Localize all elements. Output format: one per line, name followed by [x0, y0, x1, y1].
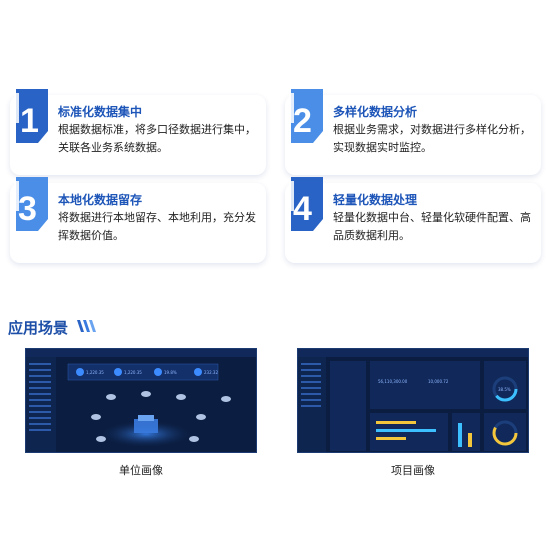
kpi-value: 56,110,300.00 — [378, 379, 408, 384]
feature-description: 将数据进行本地留存、本地利用，充分发挥数据价值。 — [58, 211, 256, 242]
svg-text:2: 2 — [293, 102, 312, 140]
dashboard-graphic — [26, 349, 256, 452]
feature-card-2: 2 多样化数据分析 根据业务需求，对数据进行多样化分析，实现数据实时监控。 — [285, 89, 541, 175]
section-title: 应用场景 — [8, 319, 69, 337]
dashboard-graphic — [298, 349, 528, 452]
dashboard-screenshot-unit: 1,220.35 1,220.35 19.8% 232.32 — [25, 348, 257, 453]
slash-stripes-icon — [77, 320, 96, 332]
feature-description: 根据数据标准，将多口径数据进行集中，关联各业务系统数据。 — [58, 123, 256, 154]
number-badge-01: 1 — [14, 89, 48, 143]
feature-description: 根据业务需求，对数据进行多样化分析，实现数据实时监控。 — [333, 123, 531, 154]
feature-title: 本地化数据留存 — [58, 193, 143, 207]
feature-title: 标准化数据集中 — [58, 105, 143, 119]
gauge-value: 38.5% — [498, 387, 511, 392]
number-badge-03: 3 — [14, 177, 48, 231]
svg-text:4: 4 — [293, 190, 312, 228]
dashboard-screenshot-project: 56,110,300.00 10,000.72 38.5% — [297, 348, 529, 453]
feature-card-1: 1 标准化数据集中 根据数据标准，将多口径数据进行集中，关联各业务系统数据。 — [10, 89, 266, 175]
number-badge-02: 2 — [289, 89, 323, 143]
svg-text:3: 3 — [18, 190, 37, 228]
screenshot-caption: 单位画像 — [119, 464, 163, 477]
number-badge-04: 4 — [289, 177, 323, 231]
kpi-value: 1,220.35 — [86, 370, 104, 375]
feature-description: 轻量化数据中台、轻量化软硬件配置、高品质数据利用。 — [333, 211, 531, 242]
feature-card-3: 3 本地化数据留存 将数据进行本地留存、本地利用，充分发挥数据价值。 — [10, 177, 266, 263]
feature-card-4: 4 轻量化数据处理 轻量化数据中台、轻量化软硬件配置、高品质数据利用。 — [285, 177, 541, 263]
kpi-value: 232.32 — [204, 370, 218, 375]
screenshot-caption: 项目画像 — [391, 464, 435, 477]
feature-title: 轻量化数据处理 — [333, 193, 418, 207]
svg-text:1: 1 — [20, 102, 39, 140]
kpi-value: 10,000.72 — [428, 379, 449, 384]
feature-title: 多样化数据分析 — [333, 105, 418, 119]
kpi-value: 19.8% — [164, 370, 177, 375]
kpi-value: 1,220.35 — [124, 370, 142, 375]
